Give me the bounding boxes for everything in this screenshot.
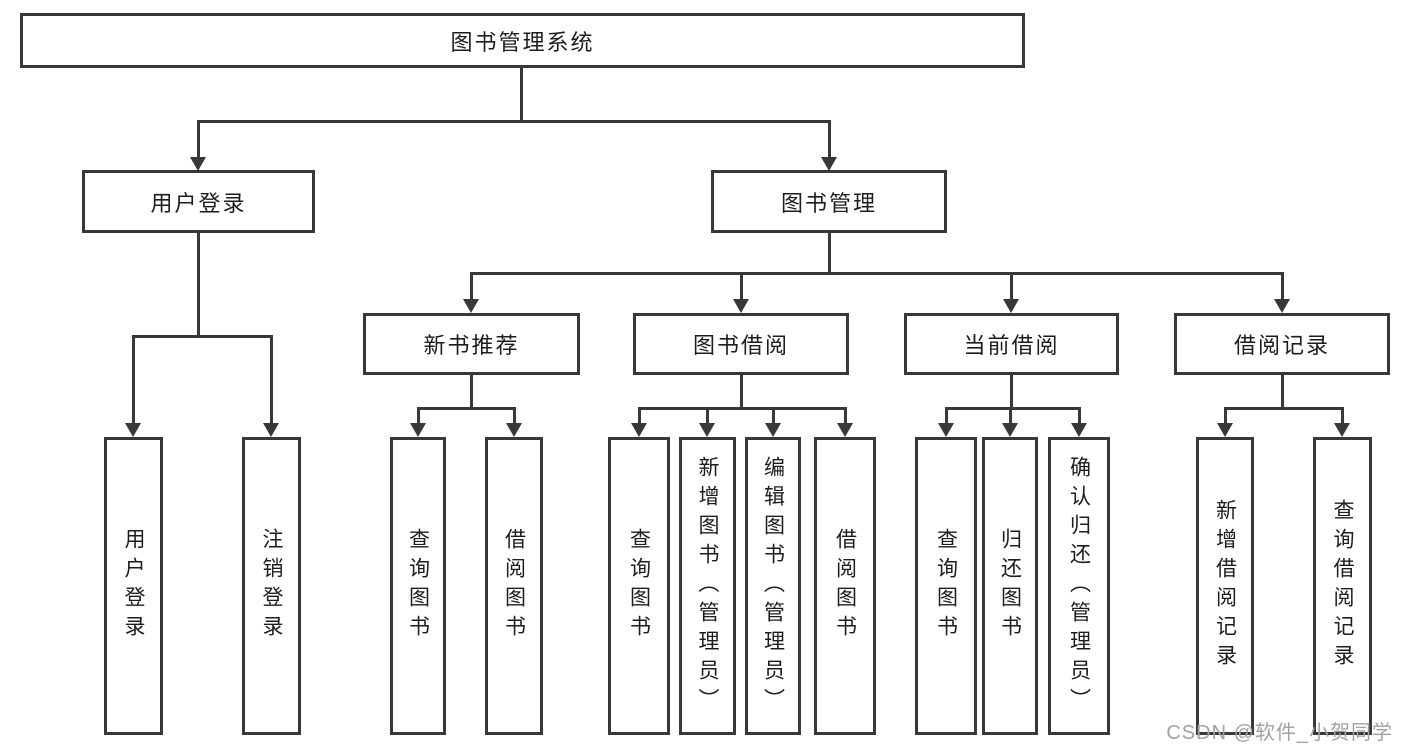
connector-line	[1009, 375, 1013, 407]
connector-arrow	[1217, 407, 1233, 437]
node-label: 当前借阅	[963, 333, 1060, 358]
connector-line	[739, 375, 743, 407]
node-label: 查询图书	[934, 528, 958, 644]
node-library-system: 图书管理系统	[20, 13, 1025, 68]
watermark: CSDN @软件_小贺同学	[1166, 722, 1393, 744]
leaf-add-book-admin: 新增图书（管理员）	[679, 437, 736, 735]
leaf-user-login: 用户登录	[104, 437, 163, 735]
leaf-edit-book-admin: 编辑图书（管理员）	[745, 437, 801, 735]
node-label: 查询图书	[627, 528, 651, 644]
connector-line	[1280, 375, 1284, 407]
connector-arrow	[837, 407, 853, 437]
node-book-borrowing: 图书借阅	[633, 313, 849, 375]
node-label: 新增借阅记录	[1213, 499, 1237, 673]
connector-line	[196, 120, 831, 123]
connector-arrow	[821, 120, 837, 171]
node-label: 图书借阅	[692, 333, 789, 358]
node-label: 借阅记录	[1233, 333, 1330, 358]
node-label: 注销登录	[260, 528, 283, 644]
node-label: 用户登录	[122, 528, 145, 644]
connector-arrow	[1071, 407, 1087, 437]
leaf-query-borrow-record: 查询借阅记录	[1313, 437, 1372, 735]
node-label: 查询借阅记录	[1331, 499, 1354, 673]
leaf-logout: 注销登录	[242, 437, 301, 735]
connector-arrow	[263, 335, 279, 437]
connector-arrow	[463, 272, 479, 313]
node-label: 编辑图书（管理员）	[761, 455, 785, 717]
leaf-borrow-books-borrowing: 借阅图书	[814, 437, 876, 735]
node-current-borrowing: 当前借阅	[904, 313, 1119, 375]
node-label: 查询图书	[406, 528, 430, 644]
node-book-management: 图书管理	[711, 170, 947, 233]
connector-line	[131, 335, 273, 338]
connector-arrow	[765, 407, 781, 437]
connector-line	[469, 272, 1284, 275]
connector-line	[944, 407, 1081, 410]
node-label: 归还图书	[998, 528, 1022, 644]
leaf-query-books-recommend: 查询图书	[390, 437, 446, 735]
connector-arrow	[631, 407, 647, 437]
connector-arrow	[125, 335, 141, 437]
leaf-query-books-borrowing: 查询图书	[608, 437, 670, 735]
connector-arrow	[1003, 272, 1019, 313]
connector-line	[416, 407, 516, 410]
leaf-add-borrow-record: 新增借阅记录	[1196, 437, 1254, 735]
node-label: 图书管理系统	[450, 29, 595, 55]
node-label: 新增图书（管理员）	[696, 455, 719, 717]
connector-arrow	[1334, 407, 1350, 437]
node-user-login: 用户登录	[82, 170, 315, 233]
node-new-book-recommendation: 新书推荐	[363, 313, 580, 375]
connector-line	[196, 233, 200, 335]
connector-line	[827, 233, 831, 272]
connector-line	[470, 375, 473, 407]
leaf-borrow-books-recommend: 借阅图书	[485, 437, 543, 735]
connector-line	[637, 407, 847, 410]
connector-arrow	[190, 120, 206, 171]
leaf-return-books: 归还图书	[982, 437, 1038, 735]
connector-line	[519, 68, 523, 120]
connector-arrow	[1274, 272, 1290, 313]
connector-arrow	[506, 407, 522, 437]
connector-arrow	[733, 272, 749, 313]
connector-arrow	[938, 407, 954, 437]
node-borrowing-records: 借阅记录	[1174, 313, 1390, 375]
leaf-confirm-return-admin: 确认归还（管理员）	[1048, 437, 1110, 735]
connector-arrow	[410, 407, 426, 437]
node-label: 借阅图书	[502, 528, 526, 644]
node-label: 用户登录	[150, 190, 247, 216]
node-label: 图书管理	[780, 190, 877, 216]
connector-arrow	[699, 407, 715, 437]
node-label: 确认归还（管理员）	[1067, 455, 1091, 717]
leaf-query-books-current: 查询图书	[915, 437, 977, 735]
connector-arrow	[1002, 407, 1018, 437]
node-label: 新书推荐	[423, 333, 520, 358]
connector-line	[1223, 407, 1344, 410]
node-label: 借阅图书	[833, 528, 857, 644]
